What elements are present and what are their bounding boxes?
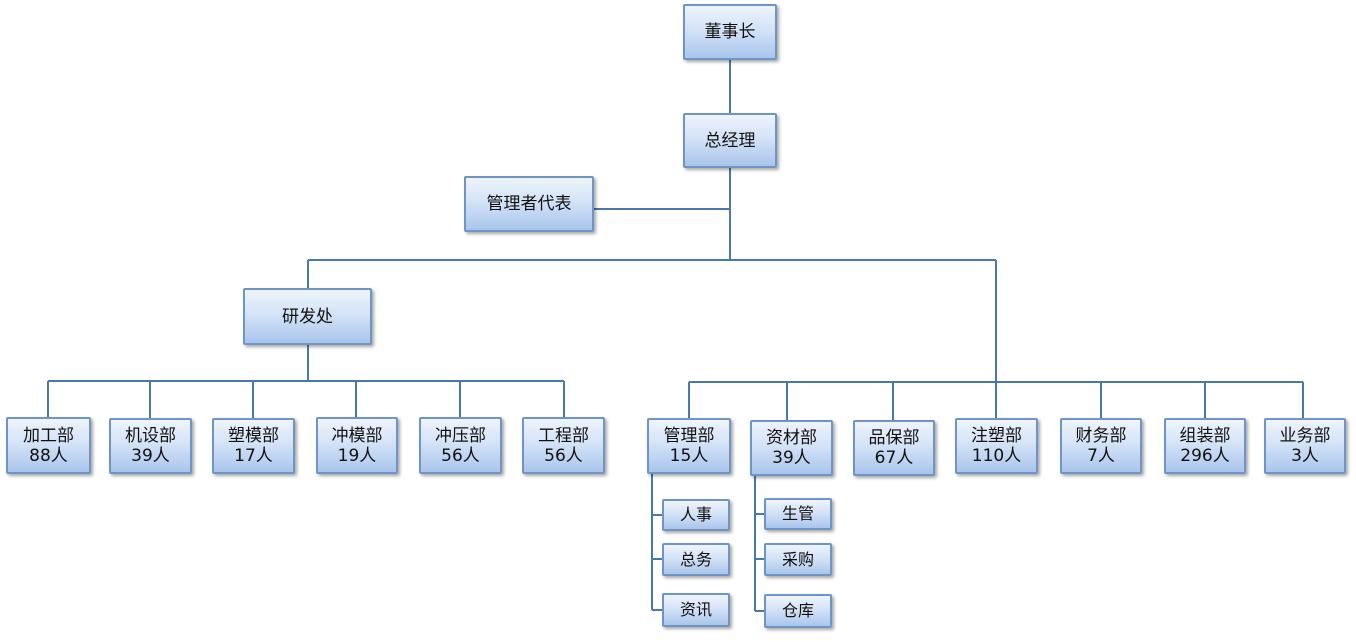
node-department: 组装部 296人 bbox=[1164, 418, 1246, 474]
node-subunit: 资讯 bbox=[662, 593, 730, 627]
department-name: 冲压部 bbox=[435, 425, 486, 446]
department-headcount: 17人 bbox=[234, 446, 273, 466]
node-department: 业务部 3人 bbox=[1264, 418, 1346, 474]
department-name: 财务部 bbox=[1075, 426, 1127, 446]
node-department: 注塑部 110人 bbox=[955, 418, 1038, 474]
department-headcount: 39人 bbox=[772, 448, 811, 468]
subunit-label: 生管 bbox=[781, 504, 814, 523]
node-subunit: 生管 bbox=[764, 498, 832, 530]
subunit-label: 人事 bbox=[679, 505, 712, 524]
subunit-label: 采购 bbox=[781, 549, 814, 569]
department-name: 组装部 bbox=[1179, 426, 1231, 446]
node-management-representative: 管理者代表 bbox=[464, 176, 594, 232]
node-label: 总经理 bbox=[704, 130, 756, 151]
department-name: 注塑部 bbox=[971, 426, 1022, 446]
department-headcount: 19人 bbox=[337, 445, 377, 466]
department-headcount: 56人 bbox=[441, 445, 480, 466]
subunit-label: 总务 bbox=[679, 549, 712, 569]
subunit-label: 仓库 bbox=[781, 601, 814, 620]
node-department: 管理部 15人 bbox=[647, 418, 731, 474]
subunit-label: 资讯 bbox=[679, 600, 712, 619]
department-name: 加工部 bbox=[23, 425, 74, 446]
department-name: 品保部 bbox=[868, 428, 920, 448]
node-subunit: 仓库 bbox=[764, 594, 832, 628]
node-department: 资材部 39人 bbox=[750, 420, 833, 476]
department-headcount: 39人 bbox=[131, 446, 170, 466]
department-name: 资材部 bbox=[766, 428, 817, 448]
department-headcount: 88人 bbox=[29, 445, 68, 466]
node-subunit: 总务 bbox=[662, 543, 730, 576]
department-headcount: 7人 bbox=[1087, 446, 1115, 466]
node-rd-department: 机设部 39人 bbox=[109, 418, 192, 474]
node-department: 财务部 7人 bbox=[1060, 418, 1142, 474]
department-name: 冲模部 bbox=[331, 425, 383, 446]
department-name: 工程部 bbox=[538, 425, 589, 446]
department-headcount: 3人 bbox=[1291, 446, 1319, 466]
department-headcount: 67人 bbox=[874, 448, 914, 468]
department-headcount: 15人 bbox=[669, 446, 709, 466]
department-name: 业务部 bbox=[1279, 426, 1331, 446]
node-rd-department: 塑模部 17人 bbox=[212, 418, 295, 474]
department-name: 塑模部 bbox=[228, 426, 279, 446]
department-headcount: 296人 bbox=[1180, 446, 1230, 466]
department-name: 机设部 bbox=[125, 426, 176, 446]
node-general-manager: 总经理 bbox=[683, 113, 777, 168]
node-subunit: 采购 bbox=[764, 543, 832, 576]
department-headcount: 56人 bbox=[544, 445, 583, 466]
node-rd-department: 冲压部 56人 bbox=[419, 417, 502, 474]
department-name: 管理部 bbox=[663, 426, 715, 446]
node-subunit: 人事 bbox=[662, 499, 730, 531]
department-headcount: 110人 bbox=[971, 446, 1022, 466]
node-label: 董事长 bbox=[704, 22, 756, 42]
node-department: 品保部 67人 bbox=[853, 420, 935, 476]
node-chairman: 董事长 bbox=[683, 4, 777, 60]
node-label: 研发处 bbox=[282, 306, 333, 327]
node-rd-office: 研发处 bbox=[243, 288, 372, 345]
node-rd-department: 工程部 56人 bbox=[522, 417, 605, 474]
node-rd-department: 冲模部 19人 bbox=[316, 417, 398, 474]
node-rd-department: 加工部 88人 bbox=[6, 417, 91, 474]
node-label: 管理者代表 bbox=[486, 194, 572, 214]
